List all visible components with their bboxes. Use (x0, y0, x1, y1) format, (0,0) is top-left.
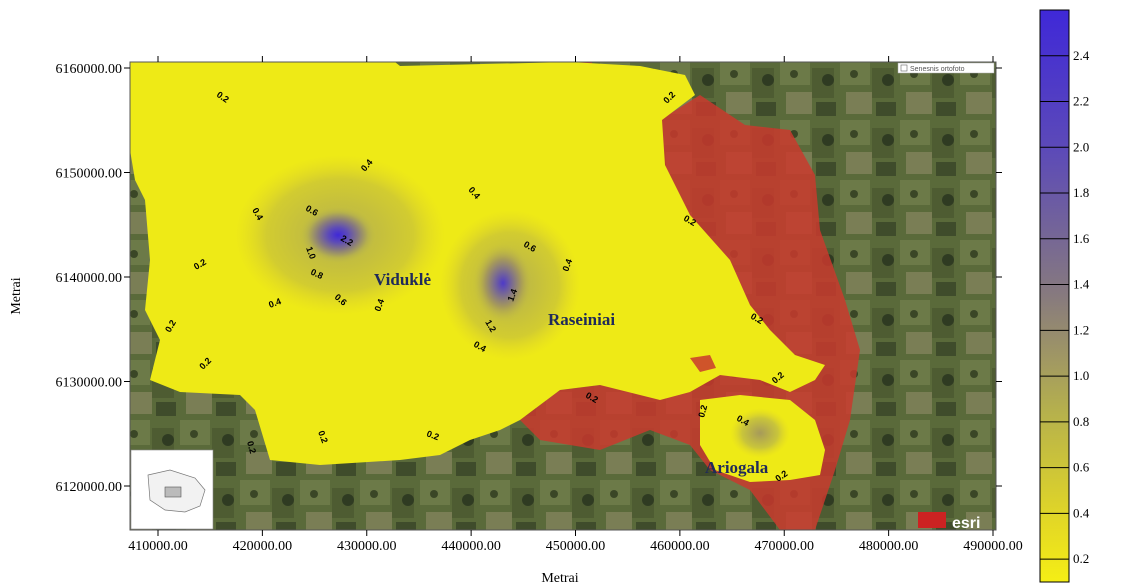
x-tick-label: 430000.00 (337, 539, 397, 554)
ortho-toggle[interactable]: Senesnis ortofoto (897, 62, 995, 74)
colorbar-tick-label: 1.8 (1073, 185, 1089, 200)
y-tick-label: 6130000.00 (56, 376, 123, 391)
red-islet (690, 355, 716, 372)
place-label-vidukle: Viduklė (374, 270, 431, 289)
y-tick-label: 6150000.00 (56, 167, 123, 182)
contour-label: 0.2 (245, 440, 258, 455)
x-tick-label: 410000.00 (128, 539, 188, 554)
map-plot-area: Senesnis ortofoto esri Viduklė Raseiniai… (129, 61, 997, 532)
esri-logo-text: esri (952, 515, 980, 532)
colorbar-tick-label: 2.4 (1073, 48, 1090, 63)
contour-label: 0.4 (560, 258, 574, 273)
colorbar-fill (1040, 10, 1069, 582)
contour-peak-ariogala (730, 408, 790, 458)
contour-peak-vidukle (298, 205, 378, 265)
contour-label: 0.4 (267, 296, 282, 310)
place-label-raseiniai: Raseiniai (548, 310, 615, 329)
contour-label: 0.2 (425, 428, 440, 442)
place-label-ariogala: Ariogala (705, 458, 769, 477)
contour-label: 0.8 (309, 267, 325, 281)
colorbar-tick-label: 2.0 (1073, 139, 1089, 154)
colorbar-tick-label: 2.2 (1073, 94, 1089, 109)
colorbar-frame (1039, 9, 1070, 583)
colorbar-tick-label: 0.2 (1073, 551, 1089, 566)
contour-peak-raseiniai (473, 243, 533, 323)
x-tick-label: 480000.00 (859, 539, 919, 554)
x-tick-label: 460000.00 (650, 539, 710, 554)
y-tick-label: 6140000.00 (56, 271, 123, 286)
contour-label: 0.2 (316, 429, 330, 444)
y-tick-label: 6160000.00 (56, 62, 123, 77)
ortho-toggle-label: Senesnis ortofoto (910, 66, 965, 73)
y-tick-label: 6120000.00 (56, 480, 123, 495)
contour-label: 0.4 (372, 298, 386, 313)
colorbar: 0.2 0.4 0.6 0.8 1.0 1.2 1.4 1.6 1.8 2.0 2.2 2.4 (1039, 9, 1090, 583)
x-tick-label: 470000.00 (755, 539, 815, 554)
esri-logo: esri (918, 512, 980, 532)
contour-label: 0.2 (696, 404, 709, 419)
colorbar-tick-label: 1.6 (1073, 231, 1090, 246)
x-tick-label: 440000.00 (441, 539, 501, 554)
inset-locator-map (130, 449, 214, 530)
colorbar-tick-label: 0.6 (1073, 460, 1090, 475)
contour-label: 1.4 (505, 288, 519, 303)
colorbar-tick-label: 0.4 (1073, 505, 1090, 520)
x-axis-title: Metrai (541, 571, 578, 586)
y-axis: 6160000.00 6150000.00 6140000.00 6130000.00… (56, 62, 1002, 495)
contour-label: 1.0 (304, 245, 318, 260)
plot-frame (129, 61, 997, 531)
colorbar-tick-label: 1.0 (1073, 368, 1089, 383)
colorbar-tick-label: 0.8 (1073, 414, 1089, 429)
x-tick-label: 450000.00 (546, 539, 606, 554)
x-tick-label: 490000.00 (963, 539, 1023, 554)
colorbar-tick-label: 1.4 (1073, 277, 1090, 292)
y-axis-title: Metrai (9, 277, 24, 314)
colorbar-tick-label: 1.2 (1073, 322, 1089, 337)
x-axis: 410000.00 420000.00 430000.00 440000.00 4500… (128, 56, 1023, 554)
x-tick-label: 420000.00 (233, 539, 293, 554)
